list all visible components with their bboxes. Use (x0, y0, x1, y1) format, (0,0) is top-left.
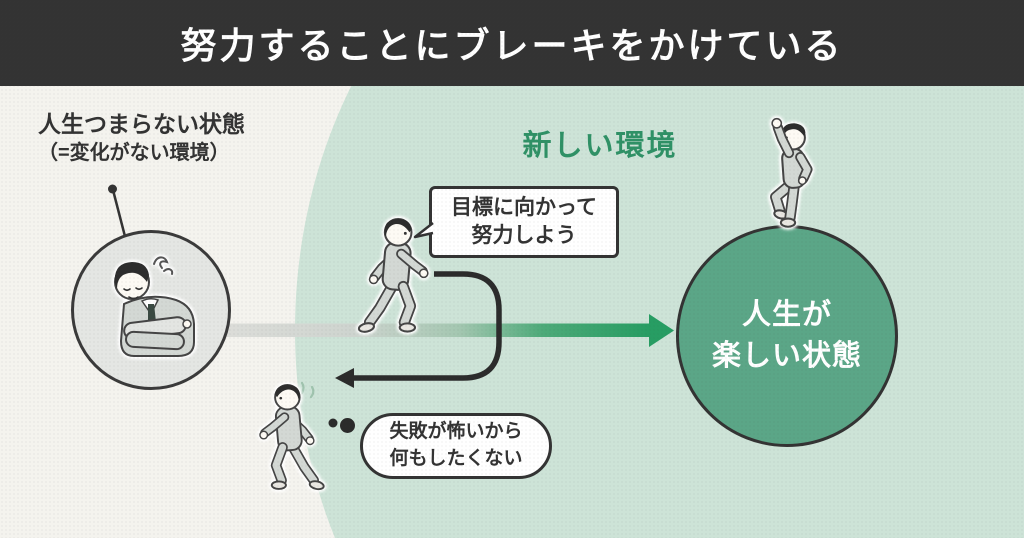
fear-bubble-line1: 失敗が怖いから (389, 421, 523, 443)
sweat-marks (300, 381, 315, 399)
happy-circle-line2: 楽しい状態 (711, 340, 862, 372)
progress-arrow (226, 314, 674, 347)
walking-person-away-illustration (256, 383, 332, 506)
happy-circle-line1: 人生が (741, 299, 832, 332)
depressed-businessman-illustration (92, 244, 212, 384)
happy-life-circle: 人生が 楽しい状態 (676, 225, 898, 447)
old-state-label-line2: （=変化がない環境） (38, 141, 230, 164)
new-environment-label: 新しい環境 (522, 130, 678, 162)
thought-dots (328, 418, 355, 433)
header-bar: 努力することにブレーキをかけている (0, 0, 1024, 86)
retreat-arrow (335, 271, 502, 388)
speech-bubble-tail (413, 222, 434, 239)
celebrating-person-illustration (752, 110, 824, 238)
old-state-label-line1: 人生つまらない状態 (38, 111, 245, 137)
goal-bubble-line2: 努力しよう (471, 224, 577, 247)
goal-bubble-line1: 目標に向かって (451, 195, 597, 219)
old-state-label: 人生つまらない状態 （=変化がない環境） (38, 110, 245, 166)
page-title: 努力することにブレーキをかけている (180, 25, 844, 66)
fear-thought-bubble: 失敗が怖いから 何もしたくない (360, 413, 552, 479)
fear-bubble-line2: 何もしたくない (389, 448, 523, 469)
goal-speech-bubble: 目標に向かって 努力しよう (413, 186, 619, 258)
